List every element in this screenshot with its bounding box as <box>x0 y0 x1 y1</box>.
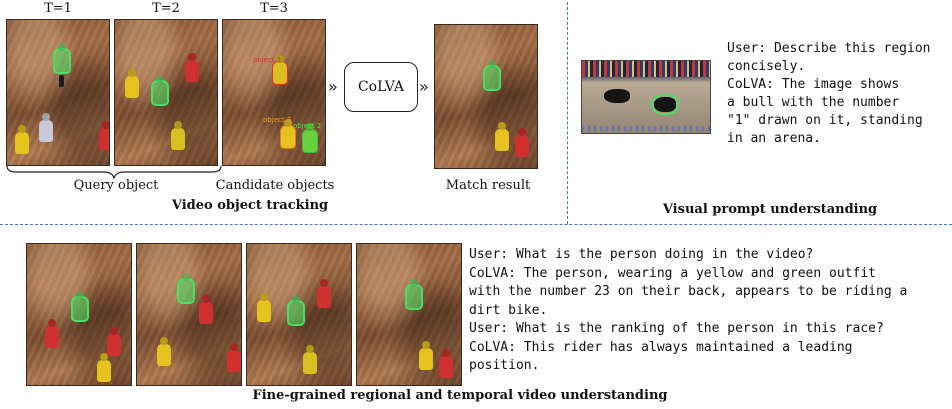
rider <box>99 128 109 150</box>
target-rider <box>405 284 423 310</box>
time-label-t1: T=1 <box>44 1 72 16</box>
rider <box>45 326 59 348</box>
target-rider <box>287 300 305 326</box>
rider <box>171 128 185 150</box>
dialog-line: User: What is the person doing in the vi… <box>469 247 814 262</box>
double-chevron-right-icon: » <box>328 77 338 96</box>
dialog-line: "1" drawn on it, standing <box>727 113 923 128</box>
candidate-tag-1: object 1 <box>253 56 282 64</box>
dialog-line: dirt bike. <box>469 302 548 318</box>
candidate-tag-3: object 3 <box>263 116 292 124</box>
tracked-rider <box>151 80 169 106</box>
query-caption: Query object <box>73 178 159 193</box>
time-label-t2: T=2 <box>152 1 180 16</box>
video-frame-1 <box>26 243 132 386</box>
dialog-line: User: Describe this region <box>727 41 931 56</box>
rider <box>39 120 53 142</box>
bull-right-highlighted <box>651 94 679 115</box>
match-caption: Match result <box>445 178 531 193</box>
double-chevron-right-icon: » <box>419 77 429 96</box>
rider <box>317 286 331 308</box>
rider <box>257 300 271 322</box>
dialog-line: a bull with the number <box>727 95 900 110</box>
rider <box>303 352 317 374</box>
rider <box>185 60 199 82</box>
rider-wheel <box>59 75 64 87</box>
dialog-line: position. <box>469 358 540 373</box>
rider <box>125 76 139 98</box>
rider <box>515 135 529 157</box>
match-result-frame <box>434 24 538 169</box>
arena-image <box>581 60 711 134</box>
visual-prompt-dialog: User: Describe this region concisely. Co… <box>727 40 947 148</box>
rider <box>15 132 29 154</box>
horizontal-divider <box>0 224 952 225</box>
target-rider <box>177 278 195 304</box>
rider <box>495 129 509 151</box>
dialog-line: CoLVA: The person, wearing a yellow and … <box>469 265 876 281</box>
rider <box>97 360 111 382</box>
matched-rider <box>483 65 501 91</box>
tracking-frame-t1 <box>6 19 110 166</box>
dialog-line: concisely. <box>727 59 806 74</box>
target-rider <box>71 296 89 322</box>
candidate-rider-2 <box>302 129 318 153</box>
colva-model-box: CoLVA <box>344 62 418 112</box>
dialog-line: User: What is the ranking of the person … <box>469 321 884 336</box>
video-frame-3 <box>246 243 352 386</box>
rider <box>439 356 453 378</box>
query-rider <box>53 48 71 74</box>
video-frame-4 <box>356 243 462 386</box>
vertical-divider <box>567 2 568 224</box>
arena-fence <box>582 126 710 131</box>
dialog-line: CoLVA: This rider has always maintained … <box>469 339 853 355</box>
tracking-section-title: Video object tracking <box>171 198 329 213</box>
rider <box>157 344 171 366</box>
dialog-line: with the number 23 on their back, appear… <box>469 284 908 299</box>
rider <box>107 334 121 356</box>
candidate-caption: Candidate objects <box>215 178 335 193</box>
time-label-t3: T=3 <box>260 1 288 16</box>
arena-crowd <box>582 61 710 77</box>
video-frame-2 <box>136 243 242 386</box>
rider <box>199 302 213 324</box>
rider <box>419 348 433 370</box>
candidate-tag-2: object 2 <box>293 122 322 130</box>
visual-prompt-section-title: Visual prompt understanding <box>662 202 878 217</box>
tracking-frame-t3: object 1 object 2 object 3 <box>222 19 326 166</box>
candidate-rider-3 <box>280 125 296 149</box>
bull-left <box>604 89 630 103</box>
video-understanding-section-title: Fine-grained regional and temporal video… <box>252 388 668 403</box>
tracking-frame-t2 <box>114 19 218 166</box>
candidate-rider-1 <box>272 61 288 85</box>
query-brace <box>6 165 222 179</box>
rider <box>227 350 241 372</box>
dialog-line: in an arena. <box>727 131 821 146</box>
video-understanding-dialog: User: What is the person doing in the vi… <box>469 246 947 376</box>
dialog-line: CoLVA: The image shows <box>727 77 900 92</box>
